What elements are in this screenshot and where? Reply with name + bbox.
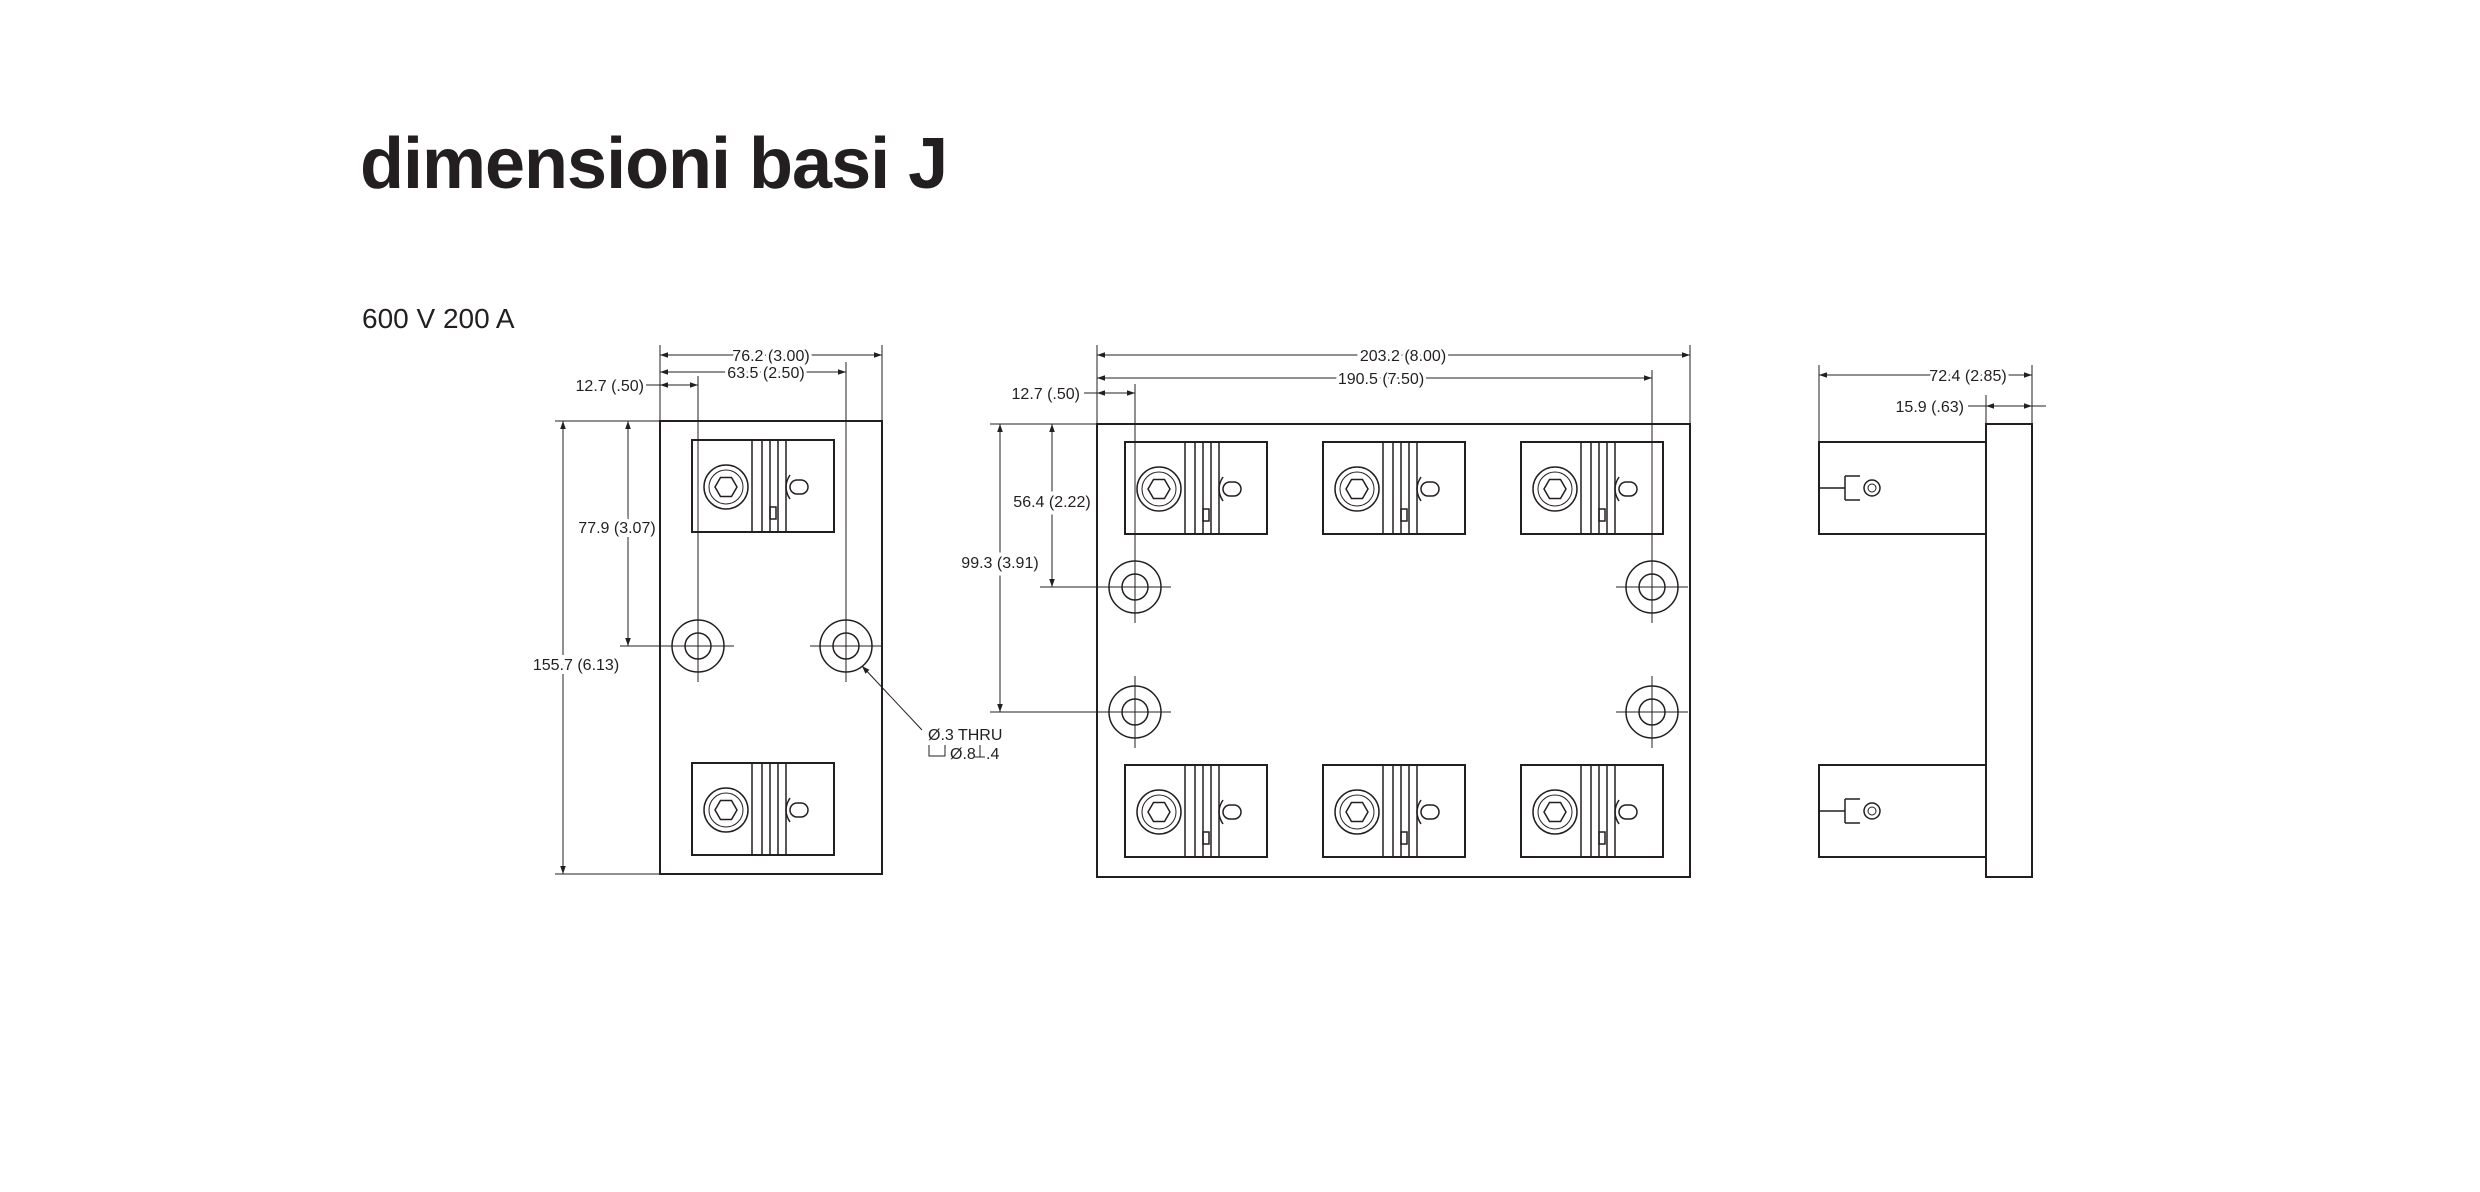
side-view: 72.4 (2.85) 15.9 (.63) [1818, 365, 2046, 878]
dim-overall-height: 155.7 (6.13) [533, 657, 619, 674]
depth-symbol-icon [975, 745, 985, 758]
hole-spec-depth: .4 [986, 746, 999, 763]
terminal-block-bottom-3 [1520, 764, 1664, 858]
hex-screw-icon [1532, 466, 1578, 512]
dim-triple-overall-width: 203.2 (8.00) [1360, 348, 1446, 365]
page-title: dimensioni basi J [360, 124, 948, 204]
terminal-block-top-3 [1520, 441, 1664, 535]
hex-screw-icon [1136, 466, 1182, 512]
terminal-block-top-2 [1322, 441, 1466, 535]
dim-triple-hole-vertical: 99.3 (3.91) [961, 555, 1038, 572]
terminal-block-top [691, 439, 835, 533]
hole-spec-thru: Ø.3 THRU [928, 727, 1002, 744]
hex-screw-icon [1136, 789, 1182, 835]
terminal-block-bottom [691, 762, 835, 856]
counterbore-symbol-icon [928, 745, 946, 757]
side-base-plate [1985, 423, 2033, 878]
rating-subtitle: 600 V 200 A [362, 303, 515, 334]
dim-overall-width: 76.2 (3.00) [732, 348, 809, 365]
hole-spec-counterbore: Ø.8 [950, 746, 976, 763]
mounting-hole-lower-left [1099, 676, 1171, 748]
hex-screw-icon [1334, 789, 1380, 835]
mounting-hole-lower-right [1616, 676, 1688, 748]
side-terminal-top [1818, 441, 1987, 535]
dim-triple-edge-offset: 12.7 (.50) [1012, 386, 1080, 403]
terminal-block-top-1 [1124, 441, 1268, 535]
dim-hole-spacing: 63.5 (2.50) [727, 365, 804, 382]
hex-screw-icon [703, 787, 749, 833]
dim-triple-upper-hole: 56.4 (2.22) [1013, 494, 1090, 511]
dim-side-thickness: 15.9 (.63) [1896, 399, 1964, 416]
front-view-single: 76.2 (3.00) 63.5 (2.50) 12.7 (.50) 77.9 … [529, 345, 1002, 875]
terminal-block-bottom-1 [1124, 764, 1268, 858]
dim-side-depth: 72.4 (2.85) [1929, 368, 2006, 385]
dim-hole-height: 77.9 (3.07) [578, 520, 655, 537]
dim-edge-offset: 12.7 (.50) [576, 378, 644, 395]
front-view-triple: 203.2 (8.00) 190.5 (7.50) 12.7 (.50) 56.… [957, 345, 1691, 878]
hex-screw-icon [1532, 789, 1578, 835]
hex-screw-icon [703, 464, 749, 510]
side-terminal-bottom [1818, 764, 1987, 858]
dim-triple-hole-spacing: 190.5 (7.50) [1338, 371, 1424, 388]
hex-screw-icon [1334, 466, 1380, 512]
terminal-block-bottom-2 [1322, 764, 1466, 858]
